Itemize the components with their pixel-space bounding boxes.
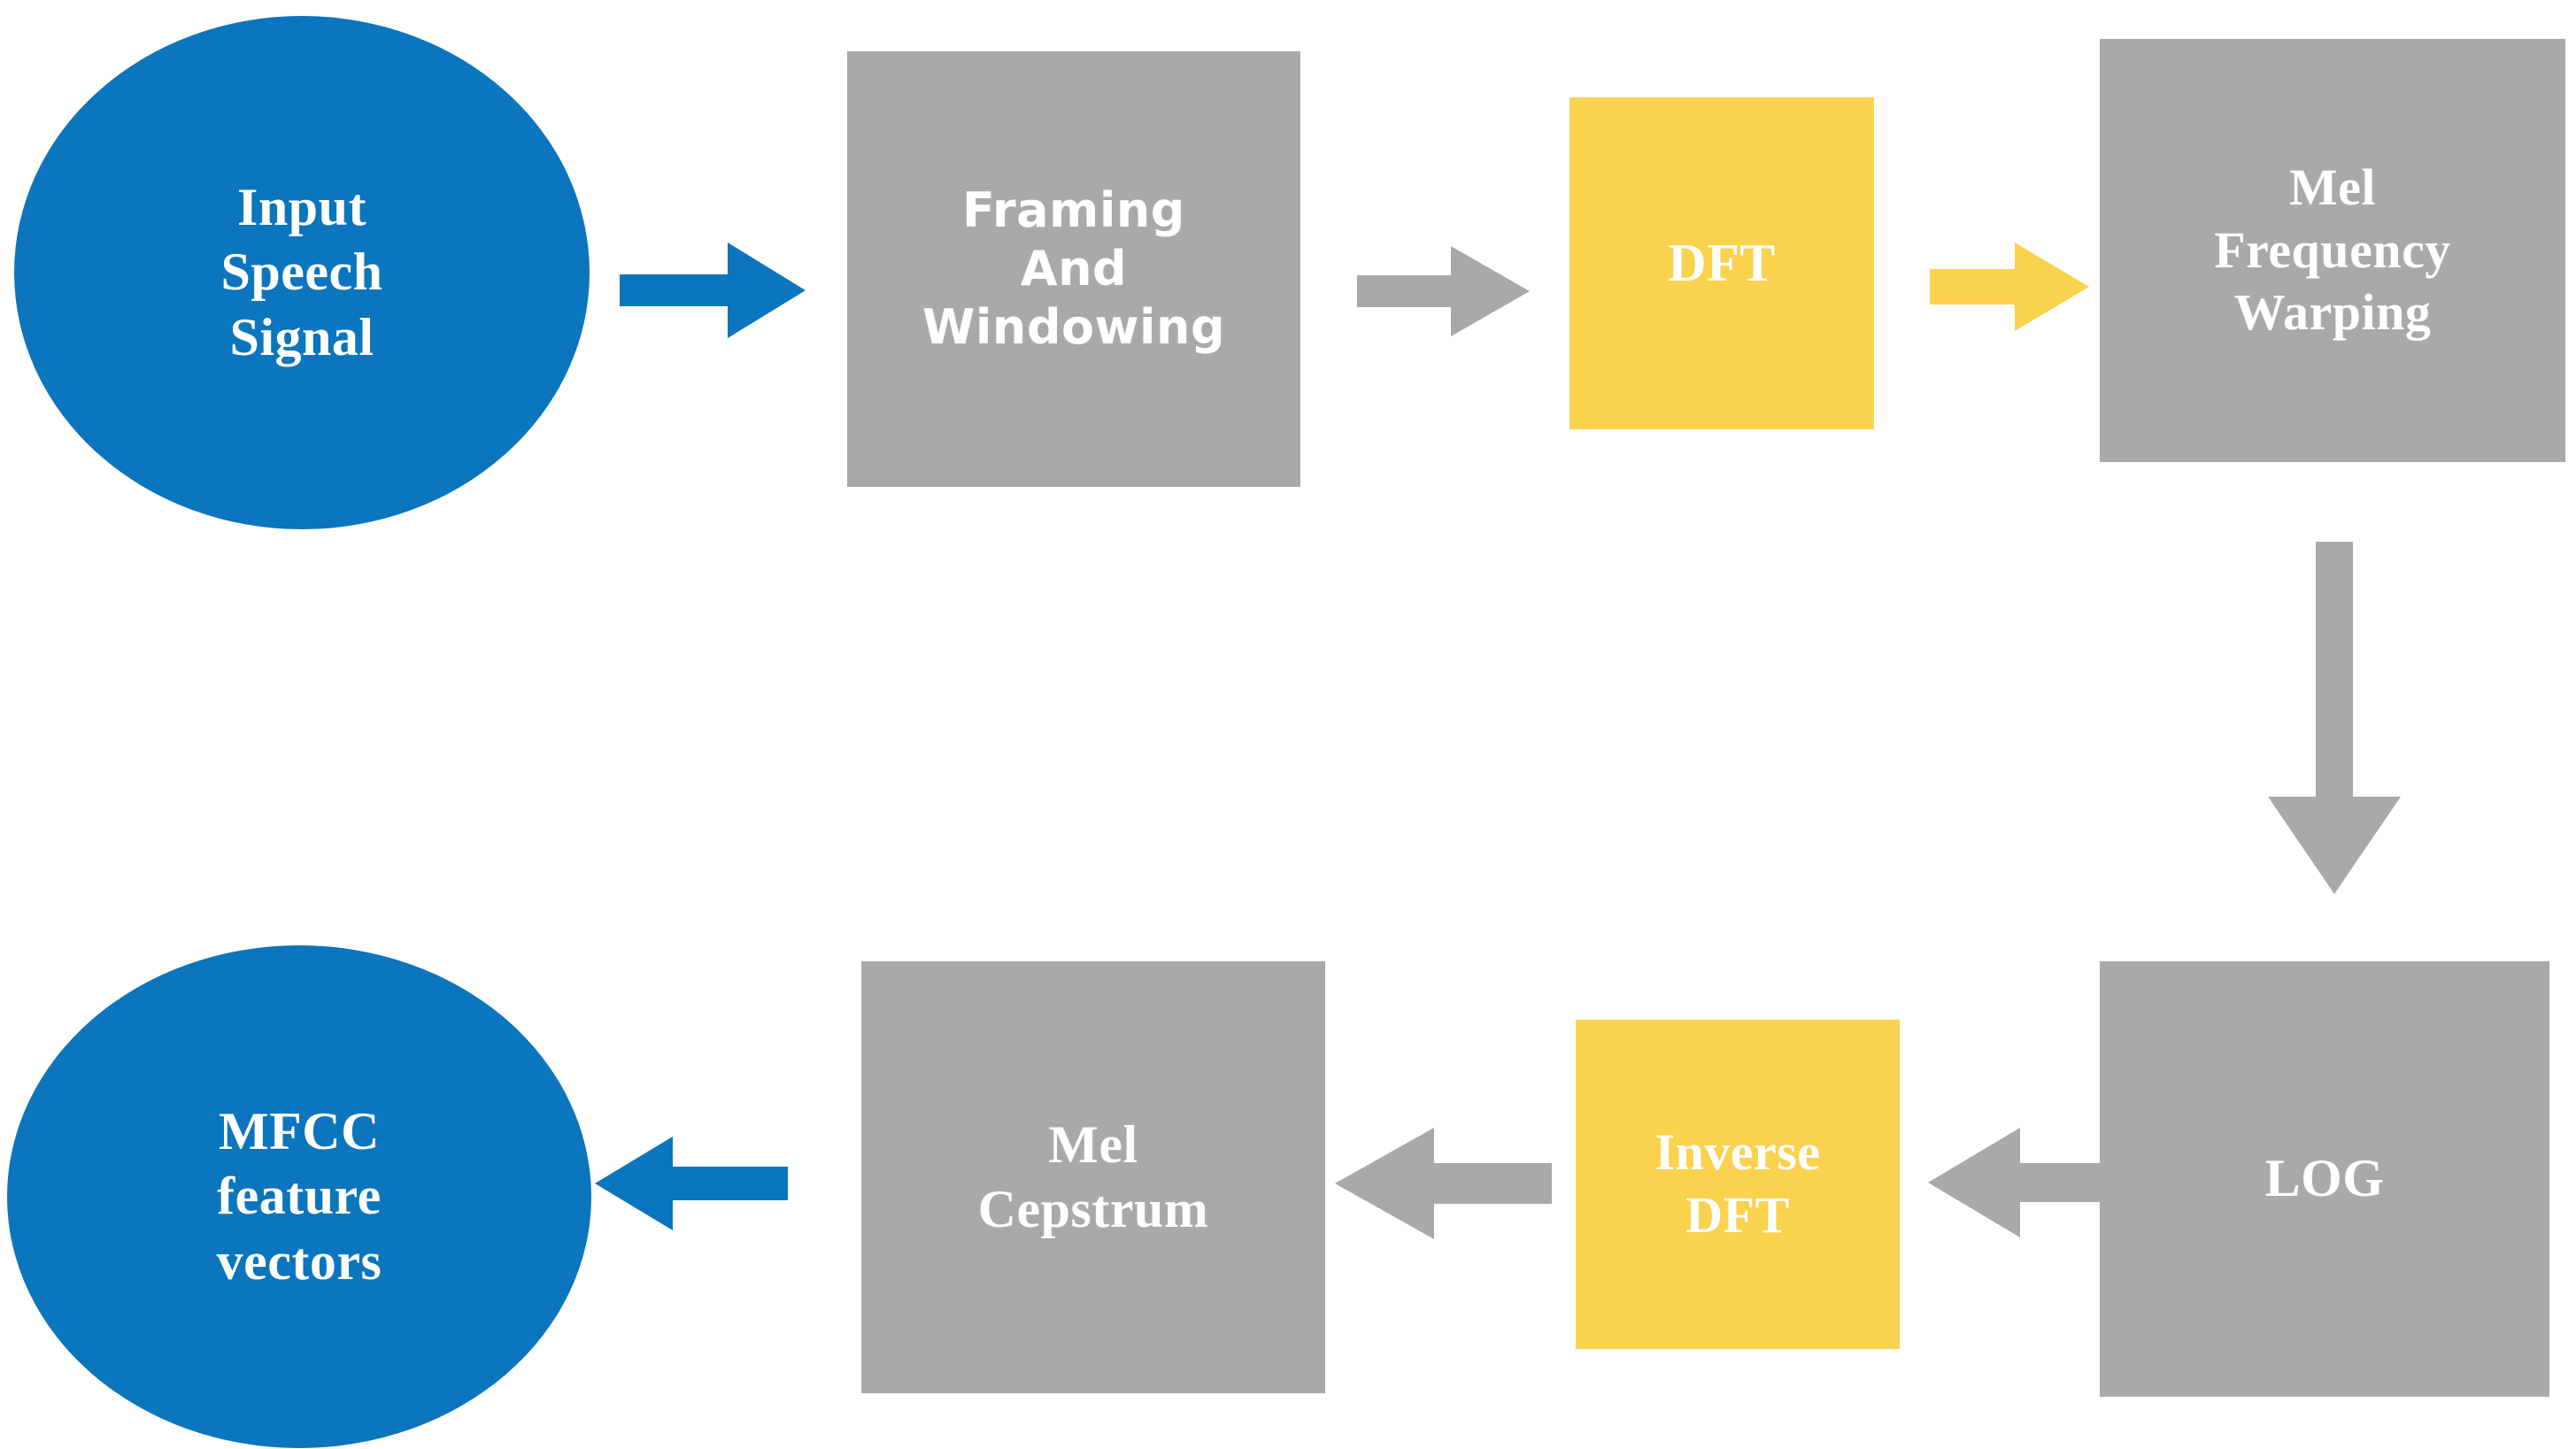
node-label-mel-frequency-warping: Mel Frequency Warping: [2214, 158, 2451, 342]
node-label-mel-cepstrum: Mel Cepstrum: [977, 1114, 1209, 1238]
arrow-inverse-dft-to-mel-cepstrum: [1335, 1126, 1552, 1241]
node-mfcc-feature-vectors[interactable]: MFCC feature vectors: [7, 945, 591, 1448]
node-label-dft: DFT: [1668, 233, 1776, 292]
node-dft[interactable]: DFT: [1570, 97, 1874, 429]
arrow-left-icon: [1335, 1128, 1552, 1239]
node-mel-frequency-warping[interactable]: Mel Frequency Warping: [2100, 39, 2565, 462]
arrow-right-icon: [620, 243, 806, 338]
arrow-mel-frequency-warping-to-log: [2268, 542, 2401, 894]
arrow-down-icon: [2268, 542, 2401, 894]
arrow-dft-to-mel-frequency-warping: [1930, 241, 2089, 333]
node-label-framing-and-windowing: Framing And Windowing: [922, 182, 1226, 355]
arrow-log-to-inverse-dft: [1928, 1126, 2123, 1239]
arrow-mel-cepstrum-to-mfcc-feature-vectors: [595, 1135, 788, 1232]
node-log[interactable]: LOG: [2100, 961, 2549, 1397]
node-label-mfcc-feature-vectors: MFCC feature vectors: [216, 1102, 382, 1291]
arrow-left-icon: [595, 1137, 788, 1230]
node-inverse-dft[interactable]: Inverse DFT: [1576, 1020, 1900, 1349]
arrow-right-icon: [1930, 243, 2089, 331]
node-label-inverse-dft: Inverse DFT: [1654, 1123, 1821, 1244]
node-label-log: LOG: [2264, 1149, 2385, 1208]
arrow-right-icon: [1357, 246, 1530, 336]
arrow-input-to-framing: [620, 241, 806, 340]
node-mel-cepstrum[interactable]: Mel Cepstrum: [861, 961, 1325, 1393]
arrow-framing-to-dft: [1357, 244, 1530, 338]
arrow-left-icon: [1928, 1128, 2123, 1237]
node-input-speech-signal[interactable]: Input Speech Signal: [14, 16, 590, 529]
node-label-input-speech-signal: Input Speech Signal: [220, 178, 383, 366]
node-framing-and-windowing[interactable]: Framing And Windowing: [847, 51, 1300, 487]
